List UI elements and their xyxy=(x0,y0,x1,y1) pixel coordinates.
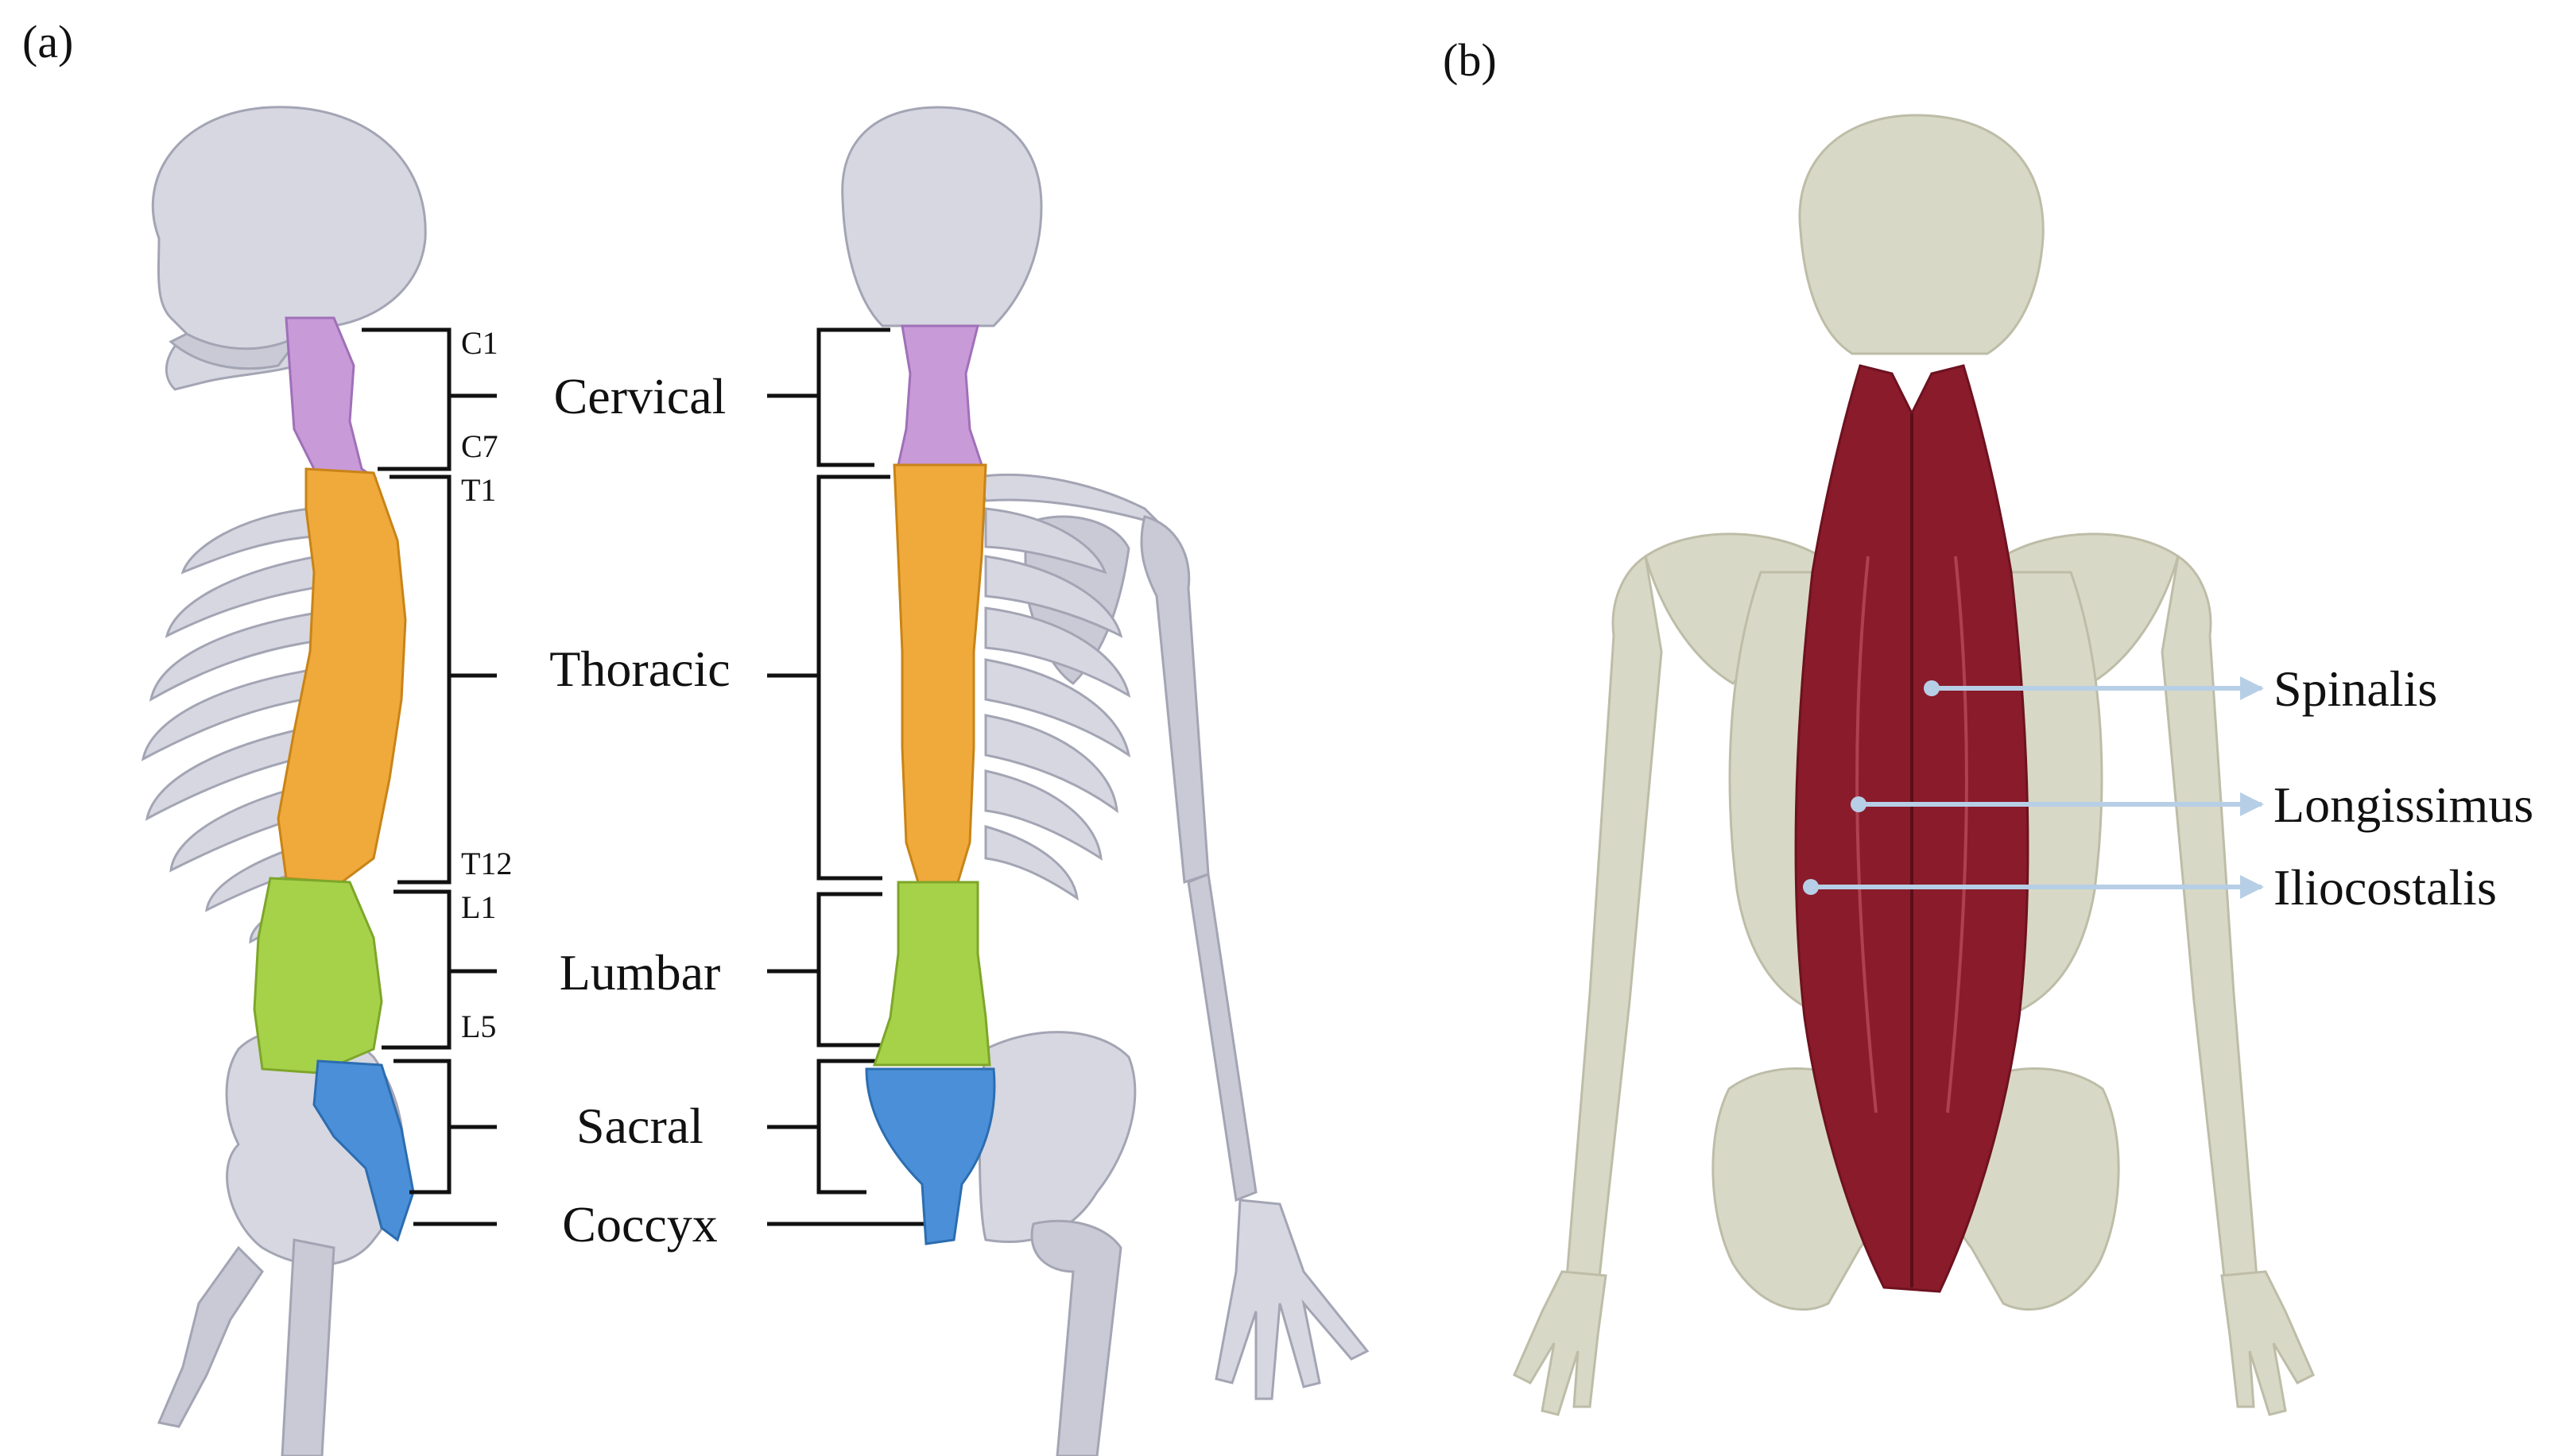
side-brackets xyxy=(362,327,497,1226)
muscle-view-right-hand xyxy=(2220,1270,2315,1416)
back-femur xyxy=(1030,1219,1122,1456)
muscle-view-left-arm xyxy=(1564,554,1663,1293)
side-cervical-spine xyxy=(285,316,378,478)
back-sacrum xyxy=(865,1067,996,1245)
label-t1: T1 xyxy=(461,472,496,508)
back-view-skeleton xyxy=(841,106,1370,1456)
back-thoracic-spine xyxy=(893,463,987,884)
muscle-view-skeleton xyxy=(1513,114,2315,1416)
spinalis-dot xyxy=(1924,680,1940,696)
label-l5: L5 xyxy=(461,1009,496,1044)
muscle-view-skull xyxy=(1798,114,2045,355)
side-sacrum xyxy=(312,1059,415,1242)
label-c7: C7 xyxy=(461,428,498,464)
muscle-arrows xyxy=(1803,676,2264,899)
muscle-view-right-arm xyxy=(2161,554,2259,1293)
back-hand xyxy=(1215,1198,1370,1400)
region-sacral-label: Sacral xyxy=(576,1098,704,1154)
region-thoracic-label: Thoracic xyxy=(549,641,730,697)
label-c1: C1 xyxy=(461,325,498,361)
region-cervical-label: Cervical xyxy=(554,368,727,424)
side-hand xyxy=(157,1245,264,1428)
label-t12: T12 xyxy=(461,846,512,881)
panel-b-label: (b) xyxy=(1443,34,1497,86)
side-lumbar-spine xyxy=(253,877,383,1075)
iliocostalis-label: Iliocostalis xyxy=(2273,859,2497,916)
region-lumbar-label: Lumbar xyxy=(560,944,721,1001)
label-l1: L1 xyxy=(461,889,496,925)
back-humerus xyxy=(1140,515,1210,885)
back-ribs xyxy=(984,507,1131,901)
iliocostalis-dot xyxy=(1803,879,1819,895)
side-femur xyxy=(281,1238,335,1456)
back-cervical-spine xyxy=(897,324,984,467)
side-view-skeleton xyxy=(141,106,427,1456)
muscle-view-left-hand xyxy=(1513,1270,1607,1416)
back-lumbar-spine xyxy=(872,881,991,1067)
region-coccyx-label: Coccyx xyxy=(562,1196,718,1253)
longissimus-label: Longissimus xyxy=(2273,776,2533,833)
spinalis-label: Spinalis xyxy=(2273,660,2437,717)
back-brackets xyxy=(767,327,926,1226)
panel-a-label: (a) xyxy=(22,16,73,68)
back-forearm xyxy=(1187,872,1258,1202)
back-pelvis xyxy=(979,1031,1137,1243)
back-skull xyxy=(841,106,1043,327)
longissimus-dot xyxy=(1851,796,1866,812)
